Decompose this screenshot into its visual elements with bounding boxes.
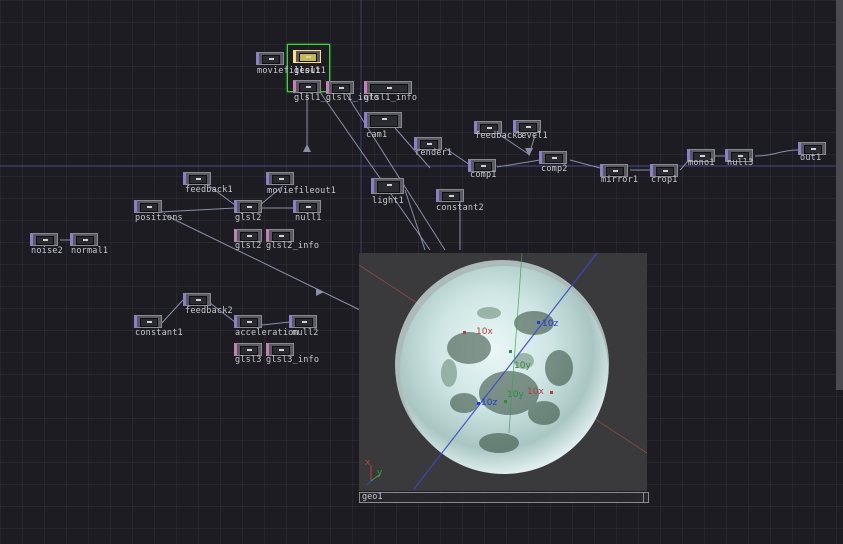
node-label: feedback1 [185,185,233,195]
node-null2[interactable] [289,315,317,328]
node-label: feedback2 [185,306,233,316]
node-label: mirror1 [601,175,639,185]
node-label: moviefileout1 [267,186,337,196]
gizmo-x-label: x [365,458,371,468]
node-glsl1-info-dat[interactable] [326,81,354,94]
node-comp2[interactable] [539,151,567,164]
node-mono1[interactable] [687,149,715,162]
node-null3[interactable] [725,149,753,162]
node-glsl1-dat[interactable] [293,80,321,93]
node-feedback3[interactable] [474,121,502,134]
gizmo-y-label: y [377,468,383,478]
node-label: light1 [372,196,404,206]
node-level1[interactable] [513,120,541,133]
axis-label: 10z [481,398,497,408]
node-constant1[interactable] [134,315,162,328]
viewer-title: geo1 [359,492,647,503]
axis-label: 10x [476,327,493,337]
node-label: null1 [295,213,322,223]
node-comp1[interactable] [468,159,496,172]
particle-sphere [400,266,608,474]
node-label: glsl2 [235,213,262,223]
axis-label: 10x [527,387,544,397]
node-label: glsl1_glsl1_info [294,93,380,103]
node-acceleration[interactable] [234,315,262,328]
node-label: glsl3_info [266,355,320,365]
node-feedback1[interactable] [183,172,211,185]
axis-label: 10y [514,361,531,371]
axis-label: 10y [507,390,524,400]
node-label: null2 [292,328,319,338]
node-label: positions [135,213,183,223]
node-label: comp2 [541,164,568,174]
node-label: render1 [415,148,453,158]
node-glsl2-info[interactable] [266,229,294,242]
vertical-scrollbar[interactable] [836,0,843,390]
node-label: glsl2 [235,241,262,251]
node-label: null3 [727,158,754,168]
node-moviefileout1[interactable] [266,172,294,185]
node-feedback2[interactable] [183,293,211,306]
node-label: glsl1 [294,66,321,76]
node-normal1[interactable] [70,233,98,246]
node-glsl3-info[interactable] [266,343,294,356]
node-mirror1[interactable] [600,164,628,177]
node-label: out1 [800,153,822,163]
node-out1[interactable] [798,142,826,155]
node-null1[interactable] [293,200,321,213]
node-glsl3-dat[interactable] [234,343,262,356]
node-label: constant2 [436,203,484,213]
viewer-flag[interactable] [643,492,649,503]
node-label: constant1 [135,328,183,338]
node-glsl2[interactable] [234,200,262,213]
node-constant2[interactable] [436,189,464,202]
node-label: normal1 [71,246,109,256]
node-label: acceleration [235,328,299,338]
node-label: level1 [516,131,548,141]
node-noise2[interactable] [30,233,58,246]
node-positions[interactable] [134,200,162,213]
node-render1[interactable] [414,137,442,150]
node-label: noise2 [31,246,63,256]
node-label: glsl3 [235,355,262,365]
node-label: cam1 [366,130,388,140]
node-label: moviefileout1 [257,66,327,76]
node-crop1[interactable] [650,164,678,177]
axis-gizmo: x y [365,458,383,486]
node-label: comp1 [470,170,497,180]
node-light1[interactable] [371,178,404,194]
node-label: glsl2_info [266,241,320,251]
axis-label: 10z [542,319,558,329]
node-moviefileout-top[interactable] [256,52,284,65]
node-glsl1[interactable] [293,50,321,63]
node-cam1[interactable] [364,112,402,128]
node-label: feedback3 [475,131,523,141]
geo-viewer[interactable]: 10z 10x 10y 10x 10z 10y x y [359,253,647,491]
node-label: crop1 [651,175,678,185]
node-label: glsl1_info [364,93,418,103]
node-glsl2-dat[interactable] [234,229,262,242]
viewer-scene: 10z 10x 10y 10x 10z 10y x y [359,253,647,490]
node-label: mono1 [688,158,715,168]
node-glsl1-info[interactable] [364,81,412,94]
